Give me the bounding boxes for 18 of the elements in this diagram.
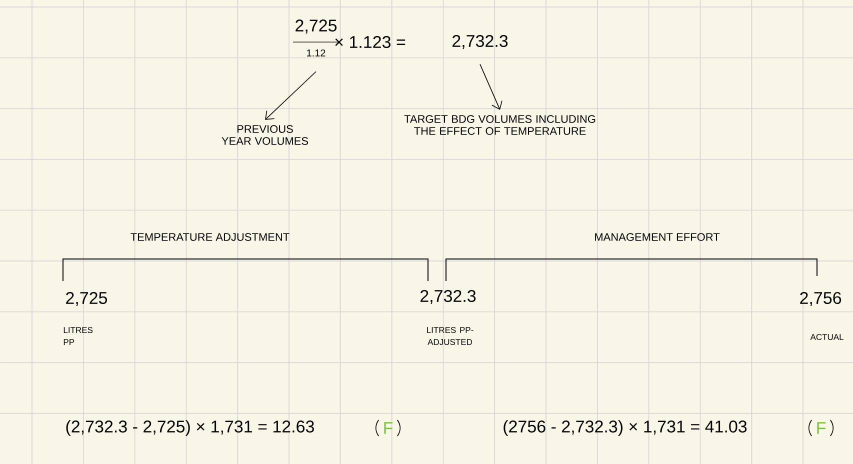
result-value: 2,732.3 — [452, 34, 508, 50]
section-heading: MANAGEMENT EFFORT — [595, 233, 720, 241]
formula-text: × 1.123 = — [335, 36, 406, 48]
formula-text: (2,732.3 - 2,725) × 1,731 = 12.63 — [66, 420, 314, 436]
unit-text: LITRES PP — [64, 327, 93, 345]
grade-label: F — [375, 420, 401, 436]
unit-text: LITRES PP-ADJUSTED — [427, 327, 474, 345]
arrow — [265, 71, 316, 120]
volume-value: 2,725 — [66, 292, 108, 306]
note-text: PREVIOUS YEAR VOLUMES — [222, 125, 308, 145]
section-heading: TEMPERATURE ADJUSTMENT — [130, 233, 290, 241]
formula-text: (2756 - 2,732.3) × 1,731 = 41.03 — [504, 420, 747, 436]
volume-value: 2,732.3 — [420, 290, 476, 304]
arrow — [480, 64, 502, 110]
volume-value: 2,756 — [800, 292, 842, 306]
note-text: TARGET BDG VOLUMES INCLUDING THE EFFECT OF TEMPERATURE — [404, 115, 596, 135]
grade-label: F — [808, 420, 834, 436]
unit-text: ACTUAL — [810, 334, 844, 340]
